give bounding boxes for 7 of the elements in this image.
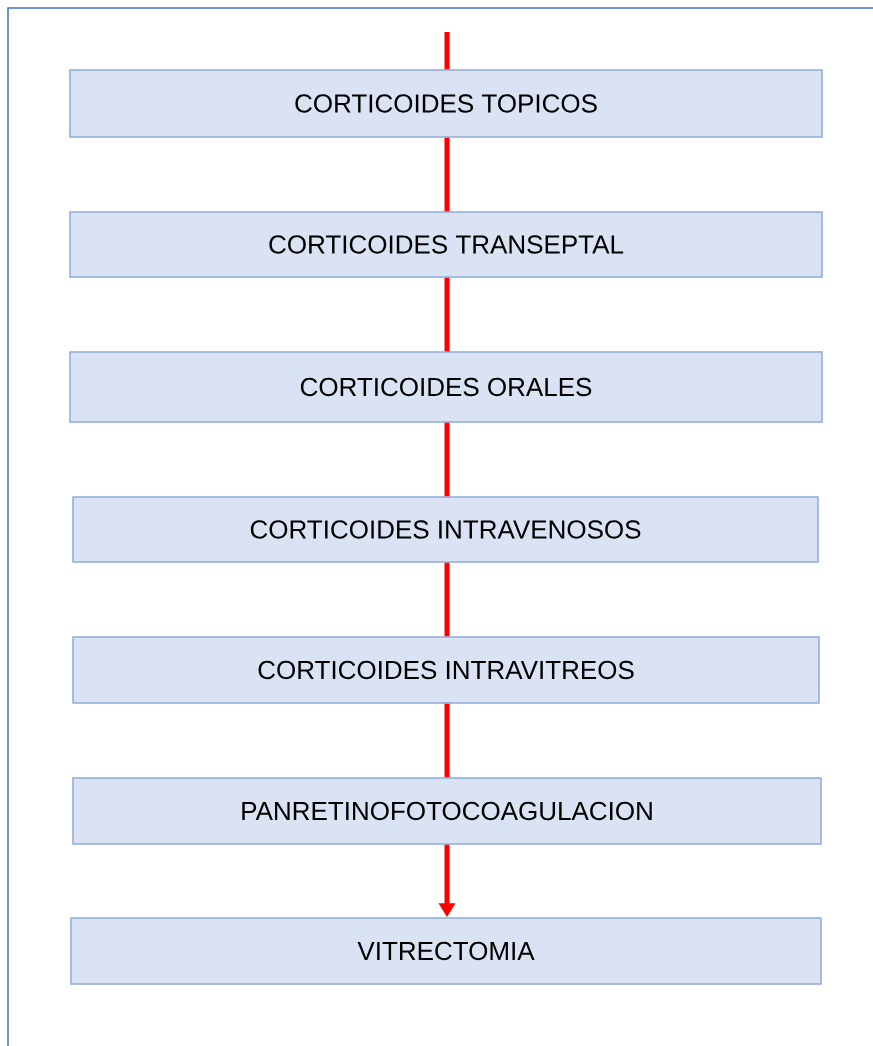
process-box: CORTICOIDES ORALES <box>69 351 823 423</box>
process-box: CORTICOIDES INTRAVENOSOS <box>72 496 819 563</box>
process-box: CORTICOIDES TOPICOS <box>69 69 823 138</box>
process-box: CORTICOIDES INTRAVITREOS <box>72 636 820 704</box>
process-box: CORTICOIDES TRANSEPTAL <box>69 211 823 278</box>
process-box: PANRETINOFOTOCOAGULACION <box>72 777 822 845</box>
process-box: VITRECTOMIA <box>70 917 822 985</box>
